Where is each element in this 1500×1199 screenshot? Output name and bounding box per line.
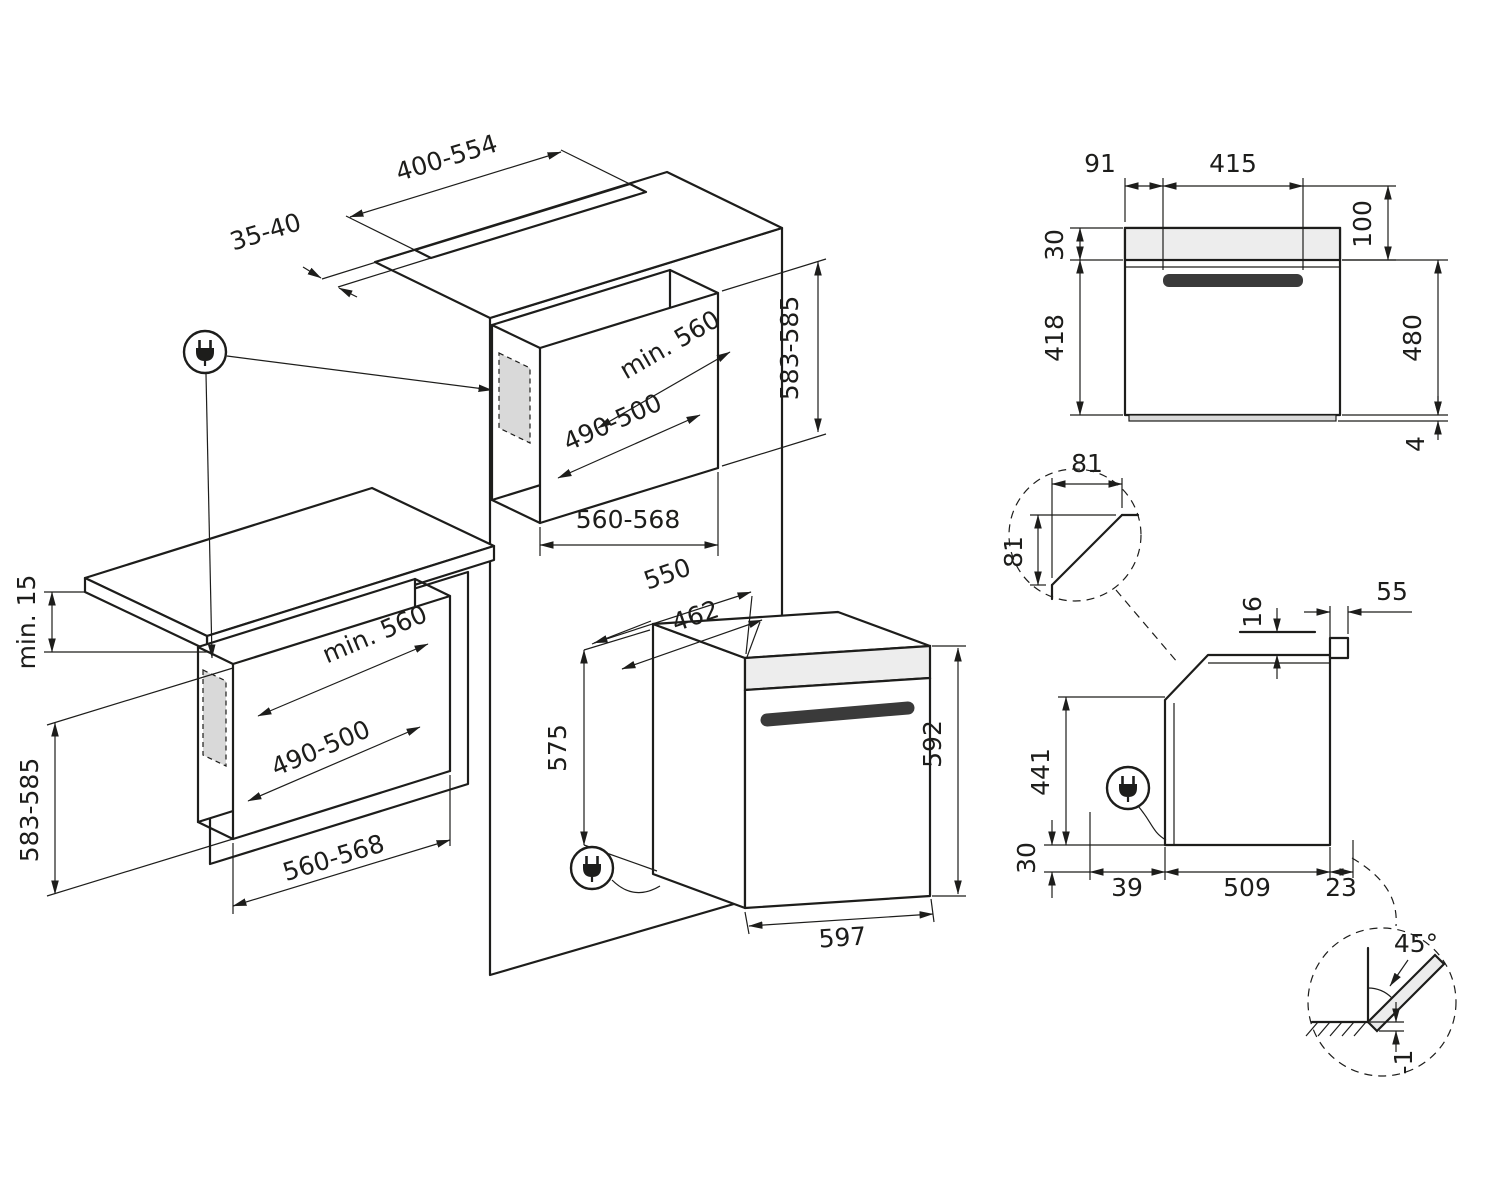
angle-arc — [1367, 987, 1393, 999]
rear-terminal-box — [1328, 636, 1350, 660]
dim-bottom-clearance: 30 — [1012, 820, 1090, 898]
dim-top-gap: 16 — [1238, 596, 1281, 679]
oven-handle — [760, 701, 915, 727]
floor-hatching — [1305, 1021, 1367, 1037]
dim-label: 30 — [1012, 842, 1041, 874]
dim-label: 560-568 — [576, 505, 680, 534]
control-panel — [1123, 226, 1342, 262]
dim-label: 575 — [543, 724, 572, 772]
dim-label-rear-gap: 23 — [1325, 873, 1357, 902]
power-cable — [611, 879, 661, 894]
dim-tall-niche-width: 560-568 — [539, 472, 719, 556]
power-plug-icon — [569, 845, 615, 891]
detail-leader — [1115, 589, 1179, 664]
door-angle-detail: 45° -1 — [1305, 857, 1457, 1077]
dim-label: 30 — [1040, 229, 1069, 261]
dim-bottom-row: 39 509 23 — [1089, 812, 1357, 902]
power-plug-icon — [1105, 765, 1151, 811]
dim-label: 91 — [1084, 149, 1116, 178]
dim-label: 4 — [1401, 436, 1430, 452]
dim-oven-width-front: 597 — [744, 898, 935, 954]
power-connection-area-tall — [498, 352, 531, 444]
power-cable — [1137, 805, 1167, 841]
cabinet-isometric-view: 400-554 35-40 min. 560 490-500 560-568 — [12, 129, 827, 977]
dim-handle-width: 415 — [1162, 149, 1304, 270]
oven-left-side — [651, 622, 747, 910]
dim-label: 441 — [1026, 748, 1055, 796]
dim-plug-height: 441 — [1026, 696, 1165, 846]
dim-label: 597 — [818, 921, 868, 953]
detail-leader — [1351, 857, 1397, 927]
oven-door — [743, 676, 932, 910]
plug-leader-base — [205, 373, 216, 659]
dim-label: 583-585 — [15, 758, 44, 862]
dim-front-height: 480 — [1342, 259, 1448, 416]
dim-top-to-handle: 100 — [1303, 185, 1396, 261]
dim-label: 592 — [918, 720, 947, 768]
dim-label: 400-554 — [392, 129, 500, 187]
power-connection-area-base — [202, 669, 227, 767]
dim-floor-offset: -1 — [1370, 1002, 1418, 1074]
dim-label-chamfer-width: 81 — [1071, 449, 1103, 478]
oven-front-view: 91 415 100 30 418 480 — [1040, 149, 1448, 452]
tall-cabinet-top — [373, 170, 784, 320]
oven-handle-front — [1163, 274, 1303, 287]
dim-label: 415 — [1209, 149, 1257, 178]
dim-label: 583-585 — [775, 296, 804, 400]
dim-panel-height: 30 — [1040, 227, 1123, 261]
dim-feet: 4 — [1338, 396, 1448, 452]
oven-side-outline — [1163, 653, 1332, 847]
dim-label: 16 — [1238, 596, 1267, 628]
oven-side-view: 16 55 441 30 39 — [1012, 577, 1412, 902]
dim-handle-offset: 91 — [1084, 149, 1164, 270]
dim-rear-clearance: 55 — [1304, 577, 1412, 650]
dim-label: 55 — [1376, 577, 1408, 606]
dim-base-niche-height: 583-585 — [15, 667, 234, 897]
dim-top-vent-depth: 35-40 — [227, 207, 432, 298]
dim-oven-height-front: 592 — [918, 645, 966, 897]
feet-base — [1128, 414, 1337, 422]
corner-chamfer-detail: 81 81 — [999, 449, 1179, 664]
dim-label: 35-40 — [227, 207, 305, 256]
dim-label: 480 — [1398, 314, 1427, 362]
dim-label: 100 — [1348, 200, 1377, 248]
open-door-45deg — [1366, 953, 1446, 1033]
dim-tall-niche-height: 583-585 — [721, 258, 827, 467]
dim-label-body-depth: 509 — [1223, 873, 1271, 902]
dim-label: -1 — [1389, 1050, 1418, 1075]
detail-circle — [1307, 927, 1457, 1077]
dim-label: min. 15 — [12, 575, 41, 670]
dim-label-chamfer-height: 81 — [999, 536, 1028, 568]
dim-counter-gap: min. 15 — [12, 575, 210, 670]
detail-circle — [1008, 468, 1142, 602]
power-plug-icon — [182, 329, 228, 375]
dim-door-height: 418 — [1040, 259, 1123, 416]
dim-label-door-angle: 45° — [1394, 929, 1438, 958]
plug-leader-tall — [226, 355, 493, 393]
dim-label-front-clearance: 39 — [1111, 873, 1143, 902]
dim-label: 418 — [1040, 314, 1069, 362]
